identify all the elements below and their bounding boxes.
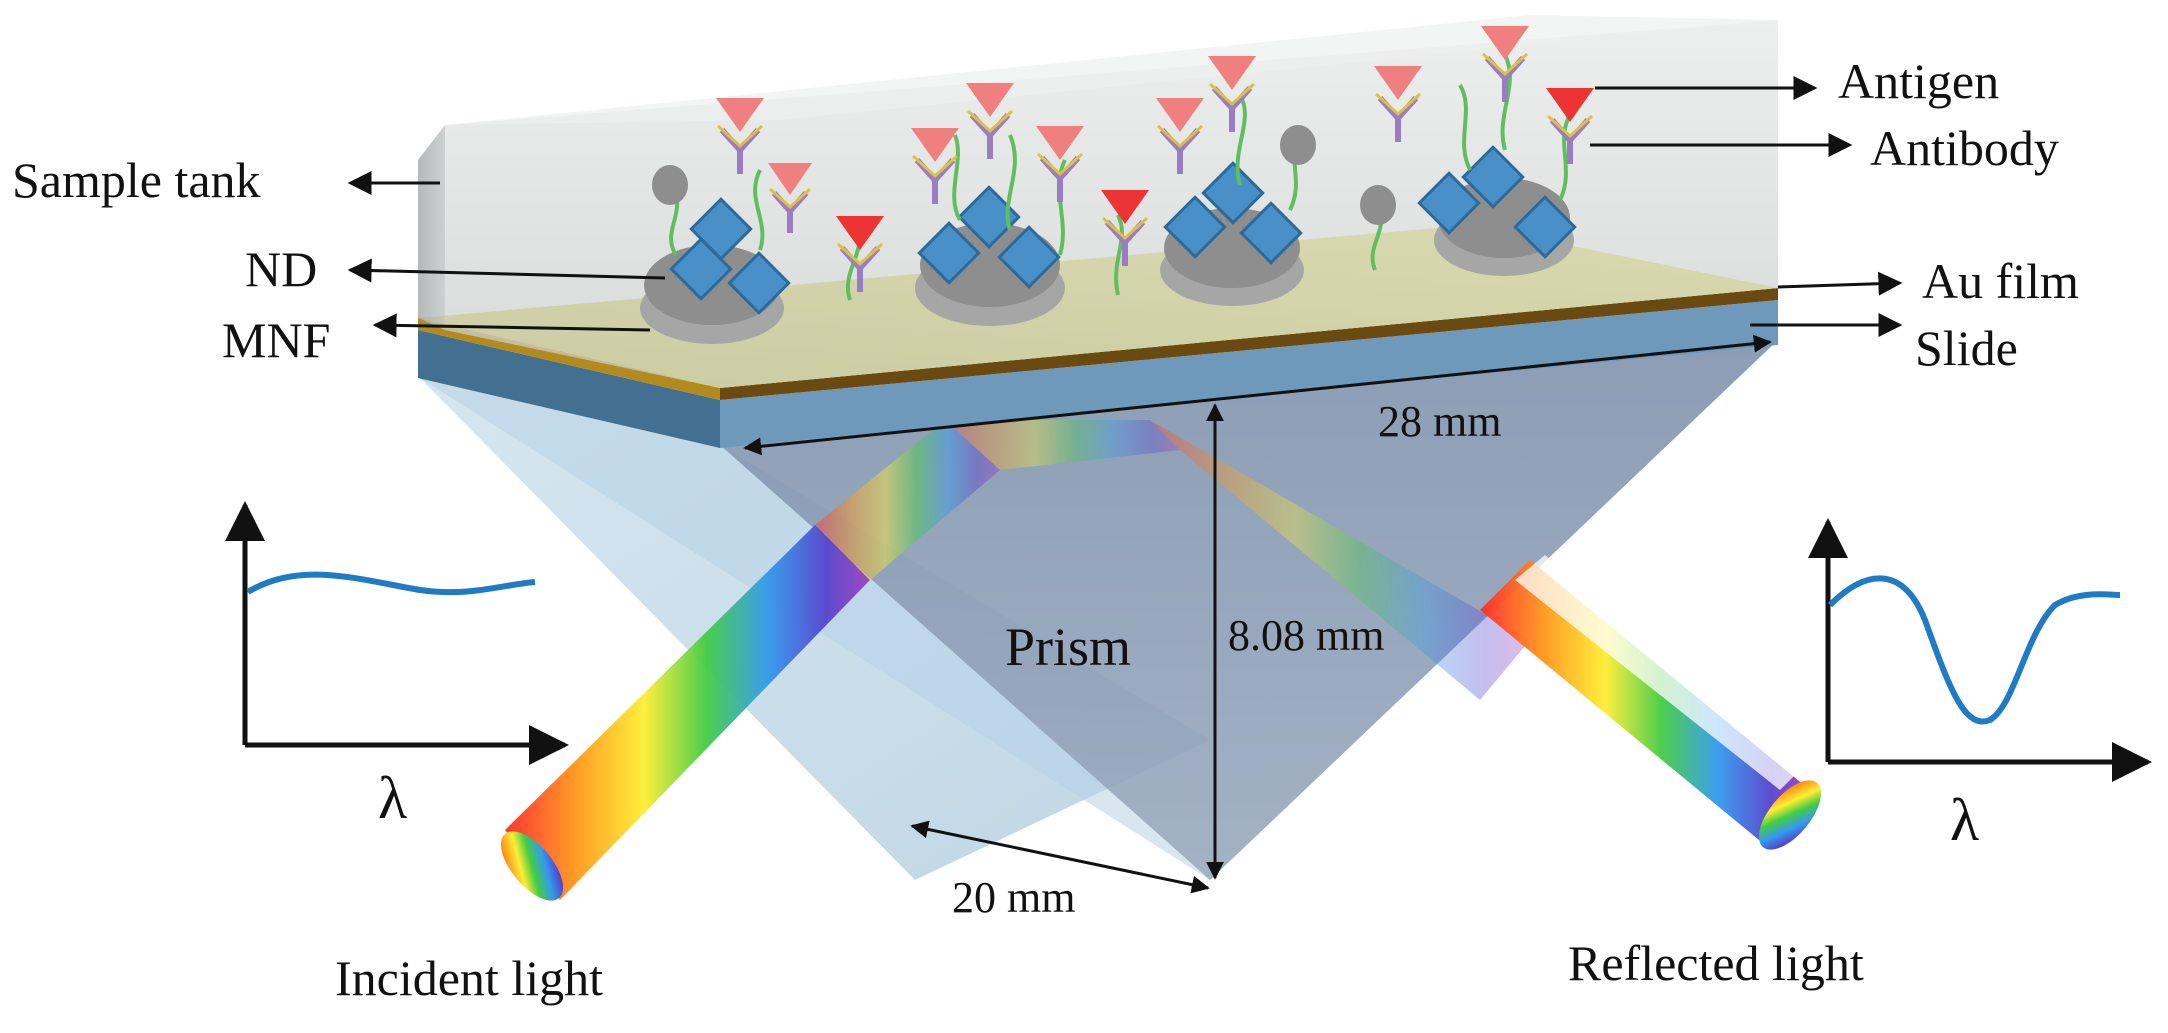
antibody-antigen-icon — [716, 26, 1594, 292]
label-height-808: 8.08 mm — [1228, 611, 1384, 660]
label-prism: Prism — [1005, 617, 1131, 677]
label-reflected-light: Reflected light — [1568, 935, 1864, 991]
label-antigen: Antigen — [1838, 53, 1999, 109]
analyte-particles — [652, 125, 1396, 225]
dimension-arrows — [743, 334, 1772, 894]
reflected-beam-end — [1758, 780, 1822, 850]
label-antibody: Antibody — [1870, 120, 2059, 176]
label-au-film: Au film — [1922, 253, 2079, 309]
incident-beam-end — [500, 831, 564, 901]
label-sample-tank: Sample tank — [12, 152, 261, 208]
label-slide: Slide — [1915, 320, 2018, 376]
incident-spectrum-curve — [246, 571, 536, 596]
label-lambda-left: λ — [378, 765, 407, 831]
reflected-beam — [1150, 420, 1822, 850]
label-width-28: 28 mm — [1378, 397, 1501, 446]
reflected-spectrum-plot — [1808, 518, 2152, 782]
label-nd: ND — [245, 241, 317, 297]
label-mnf: MNF — [222, 312, 330, 368]
label-incident-light: Incident light — [335, 950, 603, 1006]
reflected-spectrum-curve — [1827, 575, 2121, 725]
label-arrows — [347, 76, 1903, 338]
nanodiamond-icon — [669, 145, 1577, 315]
label-width-20: 20 mm — [952, 873, 1075, 922]
label-lambda-right: λ — [1950, 787, 1979, 853]
tank-top-face — [445, 15, 1778, 125]
tank-left-face — [418, 125, 445, 330]
incident-spectrum-plot — [225, 501, 569, 765]
